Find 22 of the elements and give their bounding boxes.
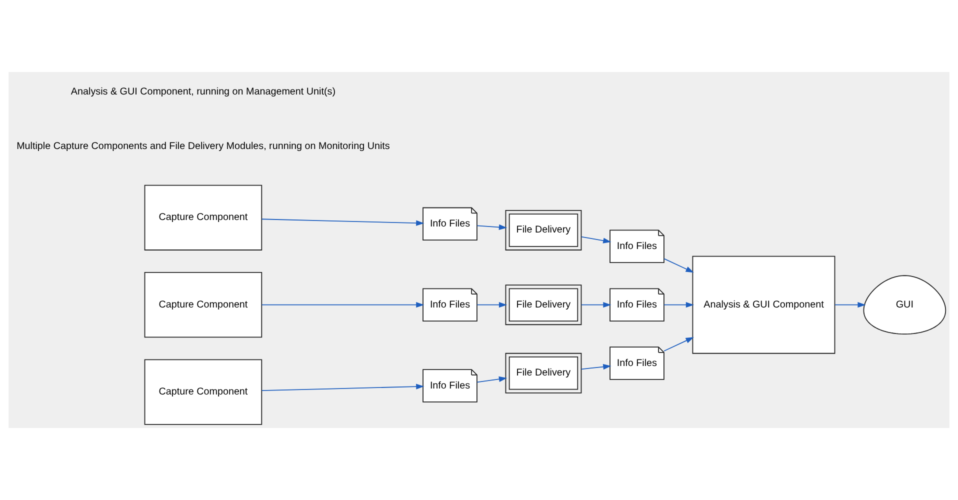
- arrow: [664, 302, 694, 308]
- node-box: Capture Component: [144, 184, 262, 250]
- arrow: [476, 302, 508, 308]
- arrow: [476, 376, 508, 383]
- arrow: [261, 302, 424, 308]
- node-box: Analysis & GUI Component: [692, 256, 836, 354]
- arrow: [664, 258, 694, 273]
- arrow: [580, 236, 612, 244]
- label: Analysis & GUI Component, running on Management Unit(s): [70, 86, 336, 98]
- arrow: [664, 337, 694, 352]
- node-box: File Delivery: [505, 352, 582, 394]
- arrow: [261, 384, 424, 391]
- arrow: [834, 302, 866, 308]
- node-box: Capture Component: [144, 359, 262, 425]
- arrow: [580, 364, 612, 370]
- label: Multiple Capture Components and File Delivery Modules, running on Monitoring Units: [16, 141, 390, 152]
- node-box: Capture Component: [144, 272, 262, 338]
- arrow: [476, 224, 508, 230]
- node-box: File Delivery: [505, 284, 582, 326]
- arrow: [261, 218, 424, 226]
- node-box: File Delivery: [505, 210, 582, 250]
- arrow: [580, 302, 612, 308]
